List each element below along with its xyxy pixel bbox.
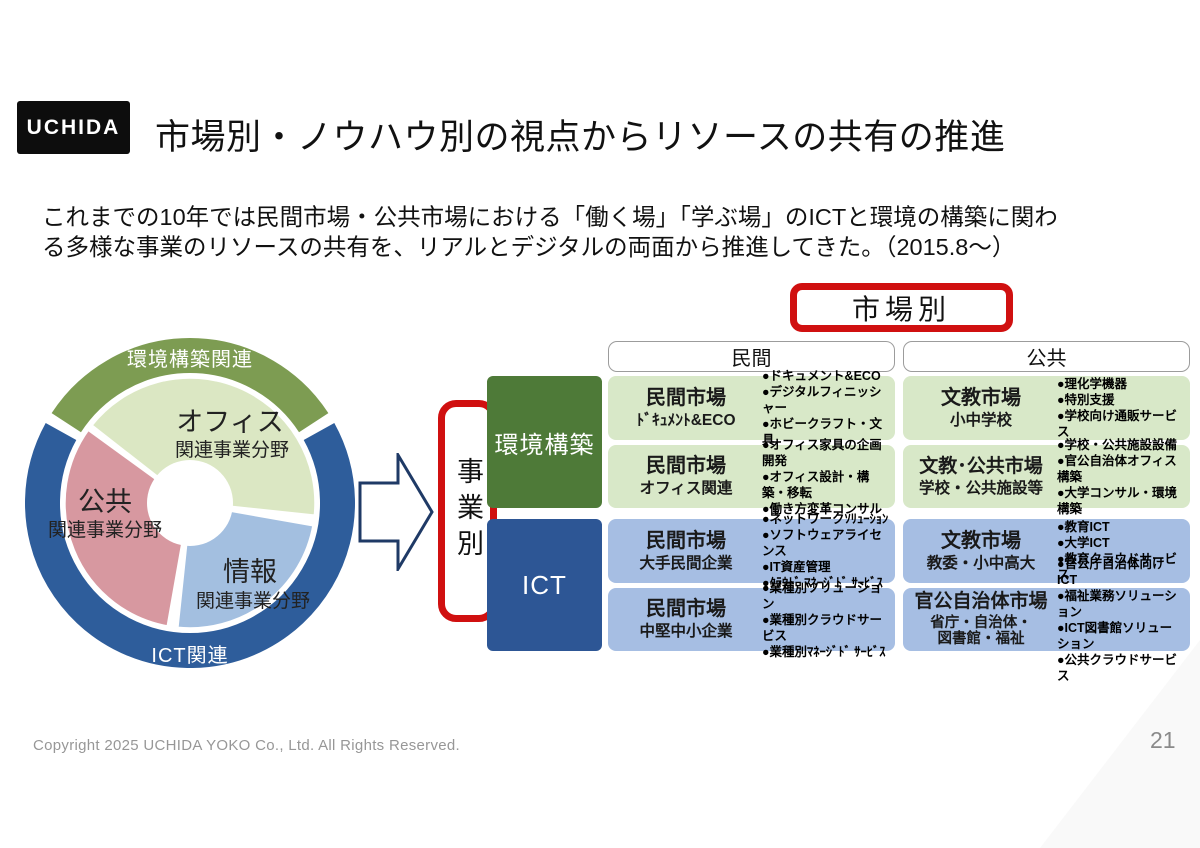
cell-subtitle: 大手民間企業 bbox=[639, 554, 733, 572]
matrix-cell-private-large-enterprise: 民間市場 大手民間企業 ●ネットワークｿﾘｭｰｼｮﾝ ●ソフトウェアライセンス ●I… bbox=[608, 512, 895, 590]
cell-bullet-item: ●オフィス設計・構築・移転 bbox=[762, 469, 870, 500]
cell-title-block: 文教市場 教委・小中高大 bbox=[905, 530, 1057, 573]
cell-bullet-item: ●業種別クラウドサービス bbox=[762, 612, 883, 643]
cell-bullets: ●オフィス家具の企画開発●オフィス設計・構築・移転●働き方変革コンサル bbox=[762, 437, 889, 517]
slide-subtitle: これまでの10年では民間市場・公共市場における「働く場」「学ぶ場」のICTと環境… bbox=[42, 202, 1058, 262]
matrix-cell-private-document: 民間市場 ﾄﾞｷｭﾒﾝﾄ&ECO ●ドキュメント&ECO ●デジタルフィニッシャー… bbox=[608, 369, 895, 447]
cell-subtitle: 中堅中小企業 bbox=[639, 623, 733, 641]
row-header-environment: 環境構築 bbox=[487, 376, 602, 508]
cell-bullet-item: ●デジタルフィニッシャー bbox=[762, 385, 882, 415]
cell-bullet-item: ●IT資産管理 bbox=[762, 560, 831, 574]
cell-title-block: 民間市場 オフィス関連 bbox=[610, 455, 762, 498]
cell-bullet-item: ●教育クラウドサービス bbox=[1057, 552, 1178, 582]
cell-bullet-item: ●ｸﾗｳﾄﾞ ﾏﾈｰｼﾞﾄﾞ ｻｰﾋﾞｽ bbox=[762, 576, 883, 590]
cell-bullet-item: ●官公庁自治体向けICT bbox=[1057, 556, 1165, 587]
cell-title: 文教市場 bbox=[941, 386, 1021, 409]
cell-bullet-item: ●ICT図書館ソリューション bbox=[1057, 620, 1173, 651]
cell-title: 文教･公共市場 bbox=[919, 455, 1043, 477]
cell-bullet-item: ●学校・公共施設設備 bbox=[1057, 437, 1178, 452]
right-arrow-icon bbox=[358, 453, 434, 571]
ring-label-ict: ICT関連 bbox=[151, 644, 228, 667]
cell-title-block: 民間市場 中堅中小企業 bbox=[610, 598, 762, 641]
cell-bullet-item: ●業種別ソリューション bbox=[762, 580, 882, 611]
segment-public-sublabel: 関連事業分野 bbox=[48, 519, 162, 541]
cell-bullet-item: ●大学コンサル・環境構築 bbox=[1057, 485, 1178, 516]
cell-bullets: ●理化学機器 ●特別支援 ●学校向け通販サービス bbox=[1057, 376, 1184, 440]
by-market-label: 市場別 bbox=[790, 283, 1013, 332]
cell-title: 文教市場 bbox=[941, 529, 1021, 552]
cell-title: 民間市場 bbox=[646, 598, 726, 621]
ring-segment-environment bbox=[51, 338, 329, 433]
cell-title: 民間市場 bbox=[646, 386, 726, 409]
cell-bullets: ●学校・公共施設設備●官公自治体オフィス構築●大学コンサル・環境構築 bbox=[1057, 437, 1184, 517]
uchida-logo: UCHIDA bbox=[17, 101, 130, 154]
cell-bullets: ●ネットワークｿﾘｭｰｼｮﾝ ●ソフトウェアライセンス ●IT資産管理 ●ｸﾗｳﾄﾞ … bbox=[762, 511, 889, 591]
footer-copyright: Copyright 2025 UCHIDA YOKO Co., Ltd. All… bbox=[33, 737, 461, 754]
row-header-ict: ICT bbox=[487, 519, 602, 651]
page-title: 市場別・ノウハウ別の視点からリソースの共有の推進 bbox=[155, 118, 1006, 157]
cell-bullet-item: ●学校向け通販サービス bbox=[1057, 409, 1178, 439]
cell-title-block: 官公自治体市場 省庁・自治体・ 図書館・福祉 bbox=[905, 591, 1057, 648]
subtitle-line-2: る多様な事業のリソースの共有を、リアルとデジタルの両面から推進してきた。（201… bbox=[42, 234, 1016, 260]
cell-subtitle: 小中学校 bbox=[949, 411, 1012, 429]
business-domain-donut-chart: 環境構築関連 ICT関連 オフィス 関連事業分野 公共 関連事業分野 情報 関連… bbox=[25, 338, 355, 668]
cell-bullet-item: ●ホビークラフト・文具 bbox=[762, 417, 883, 447]
column-header-private: 民間 bbox=[608, 341, 895, 372]
cell-subtitle: 学校・公共施設等 bbox=[918, 479, 1043, 497]
cell-bullet-item: ●理化学機器 bbox=[1057, 377, 1128, 391]
pie-wedge-office bbox=[88, 375, 318, 519]
cell-bullet-item: ●官公自治体オフィス構築 bbox=[1057, 453, 1177, 484]
segment-office-sublabel: 関連事業分野 bbox=[175, 439, 289, 461]
cell-bullet-item: ●教育ICT bbox=[1057, 520, 1110, 534]
segment-office-label: オフィス bbox=[176, 407, 283, 437]
cell-bullets: ●業種別ソリューション●業種別クラウドサービス●業種別ﾏﾈｰｼﾞﾄﾞ ｻｰﾋﾞｽ bbox=[762, 580, 889, 660]
cell-bullet-item: ●福祉業務ソリューション bbox=[1057, 588, 1177, 619]
cell-title-block: 文教市場 小中学校 bbox=[905, 387, 1057, 430]
cell-bullet-item: ●業種別ﾏﾈｰｼﾞﾄﾞ ｻｰﾋﾞｽ bbox=[762, 644, 886, 659]
matrix-cell-education-board: 文教市場 教委・小中高大 ●教育ICT ●大学ICT ●教育クラウドサービス bbox=[903, 519, 1190, 583]
right-arrow-shape bbox=[358, 453, 434, 571]
subtitle-line-1: これまでの10年では民間市場・公共市場における「働く場」「学ぶ場」のICTと環境… bbox=[42, 204, 1058, 230]
pie-wedge-public bbox=[62, 426, 192, 630]
by-business-label-text: 事業別 bbox=[453, 457, 483, 565]
cell-title-block: 民間市場 ﾄﾞｷｭﾒﾝﾄ&ECO bbox=[610, 387, 762, 430]
matrix-cell-education-elementary: 文教市場 小中学校 ●理化学機器 ●特別支援 ●学校向け通販サービス bbox=[903, 376, 1190, 440]
cell-title: 民間市場 bbox=[646, 455, 726, 478]
cell-subtitle: ﾄﾞｷｭﾒﾝﾄ&ECO bbox=[636, 411, 736, 429]
cell-bullet-item: ●大学ICT bbox=[1057, 536, 1110, 550]
ring-segment-ict bbox=[25, 423, 355, 668]
cell-title: 民間市場 bbox=[646, 529, 726, 552]
matrix-cell-private-sme: 民間市場 中堅中小企業 ●業種別ソリューション●業種別クラウドサービス●業種別ﾏ… bbox=[608, 581, 895, 659]
ring-label-environment: 環境構築関連 bbox=[127, 348, 253, 371]
cell-bullet-item: ●オフィス家具の企画開発 bbox=[762, 437, 882, 468]
cell-bullet-item: ●ソフトウェアライセンス bbox=[762, 528, 883, 558]
cell-bullet-item: ●ネットワークｿﾘｭｰｼｮﾝ bbox=[762, 512, 889, 526]
matrix-cell-private-office: 民間市場 オフィス関連 ●オフィス家具の企画開発●オフィス設計・構築・移転●働き… bbox=[608, 438, 895, 516]
cell-bullet-item: ●ドキュメント&ECO bbox=[762, 369, 881, 383]
column-header-public: 公共 bbox=[903, 341, 1190, 372]
cell-bullets: ●ドキュメント&ECO ●デジタルフィニッシャー●ホビークラフト・文具 bbox=[762, 368, 889, 448]
matrix-cell-government: 官公自治体市場 省庁・自治体・ 図書館・福祉 ●官公庁自治体向けICT●福祉業務… bbox=[903, 557, 1190, 683]
cell-bullet-item: ●公共クラウドサービス bbox=[1057, 652, 1178, 683]
cell-bullets: ●教育ICT ●大学ICT ●教育クラウドサービス bbox=[1057, 519, 1184, 583]
cell-subtitle: 省庁・自治体・ 図書館・福祉 bbox=[930, 614, 1032, 648]
cell-bullet-item: ●特別支援 bbox=[1057, 393, 1115, 407]
page-number: 21 bbox=[1150, 727, 1176, 753]
cell-subtitle: オフィス関連 bbox=[639, 480, 733, 498]
cell-bullets: ●官公庁自治体向けICT●福祉業務ソリューション●ICT図書館ソリューション●公… bbox=[1057, 556, 1184, 684]
cell-bullet-item: ●働き方変革コンサル bbox=[762, 501, 883, 516]
matrix-cell-education-public-facility: 文教･公共市場 学校・公共施設等 ●学校・公共施設設備●官公自治体オフィス構築●… bbox=[903, 438, 1190, 516]
segment-public-label: 公共 bbox=[78, 487, 132, 517]
segment-information-label: 情報 bbox=[223, 557, 277, 587]
cell-title-block: 民間市場 大手民間企業 bbox=[610, 530, 762, 573]
donut-hole bbox=[147, 460, 233, 546]
cell-title: 官公自治体市場 bbox=[914, 590, 1048, 612]
cell-title-block: 文教･公共市場 学校・公共施設等 bbox=[905, 456, 1057, 498]
cell-subtitle: 教委・小中高大 bbox=[926, 554, 1036, 572]
by-market-label-text: 市場別 bbox=[851, 293, 951, 325]
segment-information-sublabel: 関連事業分野 bbox=[196, 590, 310, 612]
